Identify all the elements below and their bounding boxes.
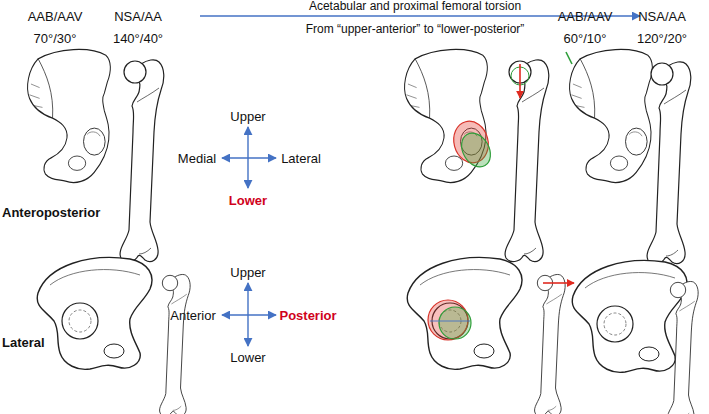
direction-label: Lateral xyxy=(281,152,321,165)
angle-header: AAB/AAV xyxy=(28,10,83,23)
direction-label: Lower xyxy=(229,194,267,207)
angle-value: 120°/20° xyxy=(637,32,687,45)
femur-bone xyxy=(160,274,191,414)
axis-line xyxy=(430,321,470,322)
green-mark xyxy=(566,52,572,64)
direction-label: Upper xyxy=(230,266,265,279)
femur-bone xyxy=(647,62,691,264)
femur-bone xyxy=(505,60,549,262)
pelvis-ap xyxy=(570,49,653,182)
direction-label: Upper xyxy=(230,110,265,123)
pelvis-ap xyxy=(28,49,111,182)
femur-bone xyxy=(535,274,566,414)
angle-value: 70°/30° xyxy=(34,32,77,45)
pelvis-lateral xyxy=(37,257,152,369)
femur-bone xyxy=(120,60,164,262)
direction-arrow xyxy=(222,157,276,158)
pelvis-lateral xyxy=(572,260,687,372)
direction-label: Posterior xyxy=(279,309,336,322)
angle-value: 60°/10° xyxy=(564,32,607,45)
direction-label: Medial xyxy=(178,152,216,165)
angle-header: NSA/AA xyxy=(114,10,162,23)
displacement-arrow xyxy=(543,282,574,284)
title-text: Acetabular and proximal femoral torsion xyxy=(309,0,521,12)
angle-header: AAB/AAV xyxy=(558,10,613,23)
angle-value: 140°/40° xyxy=(113,32,163,45)
pelvis-lateral xyxy=(407,257,522,369)
view-label: Anteroposterior xyxy=(2,206,100,219)
acetabulum-overlay-green xyxy=(456,128,497,172)
angle-header: NSA/AA xyxy=(638,10,686,23)
view-label: Lateral xyxy=(2,336,45,349)
direction-label: Lower xyxy=(230,351,265,364)
subtitle-text: From “upper-anterior” to “lower-posterio… xyxy=(306,23,525,35)
direction-label: Anterior xyxy=(170,309,216,322)
displacement-arrow xyxy=(519,64,521,98)
femur-bone xyxy=(668,281,699,414)
acetabulum-overlay-green xyxy=(439,307,471,339)
direction-arrow xyxy=(222,314,276,315)
